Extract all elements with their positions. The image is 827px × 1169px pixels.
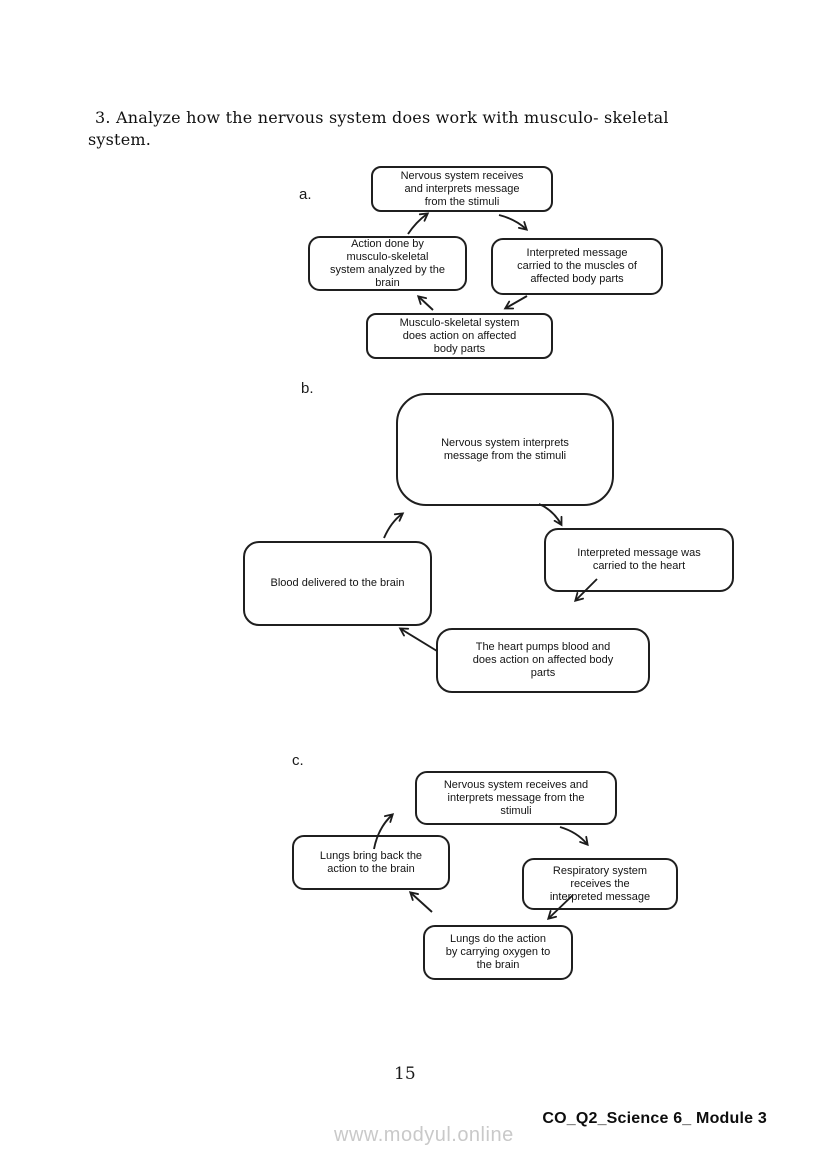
diagram-a-box-top: Nervous system receives and interprets m… (371, 166, 553, 212)
question-heading: 3. Analyze how the nervous system does w… (88, 108, 669, 149)
diagram-c-label: c. (292, 752, 304, 769)
diagram-c-box-right: Respiratory system receives the interpre… (522, 858, 678, 910)
arrow-a-right-to-bottom (503, 295, 528, 310)
diagram-b-box-right: Interpreted message was carried to the h… (544, 528, 734, 592)
diagram-b-label: b. (301, 380, 314, 397)
diagram-b-box-bottom: The heart pumps blood and does action on… (436, 628, 650, 693)
diagram-c-box-bottom: Lungs do the action by carrying oxygen t… (423, 925, 573, 980)
watermark-text: www.modyul.online (334, 1124, 514, 1146)
diagram-b-box-left: Blood delivered to the brain (243, 541, 432, 626)
arrow-a-top-to-right (498, 214, 529, 231)
arrow-c-bottom-to-left (408, 891, 433, 913)
arrow-c-top-to-right (559, 826, 589, 847)
arrow-b-top-to-right (538, 503, 563, 527)
diagram-c-box-left: Lungs bring back the action to the brain (292, 835, 450, 890)
diagram-a-box-left: Action done by musculo-skeletal system a… (308, 236, 467, 291)
diagram-a-label: a. (299, 186, 312, 203)
arrow-a-bottom-to-left (416, 295, 434, 311)
diagram-a-box-right: Interpreted message carried to the muscl… (491, 238, 663, 295)
arrow-b-left-to-top (383, 512, 405, 539)
arrow-b-bottom-to-left (398, 627, 438, 652)
page-number: 15 (394, 1064, 416, 1084)
diagram-a-box-bottom: Musculo-skeletal system does action on a… (366, 313, 553, 359)
diagram-b-box-top: Nervous system interprets message from t… (396, 393, 614, 506)
arrow-a-left-to-top (407, 212, 430, 235)
diagram-c-box-top: Nervous system receives and interprets m… (415, 771, 617, 825)
footer-module-label: CO_Q2_Science 6_ Module 3 (542, 1110, 767, 1127)
